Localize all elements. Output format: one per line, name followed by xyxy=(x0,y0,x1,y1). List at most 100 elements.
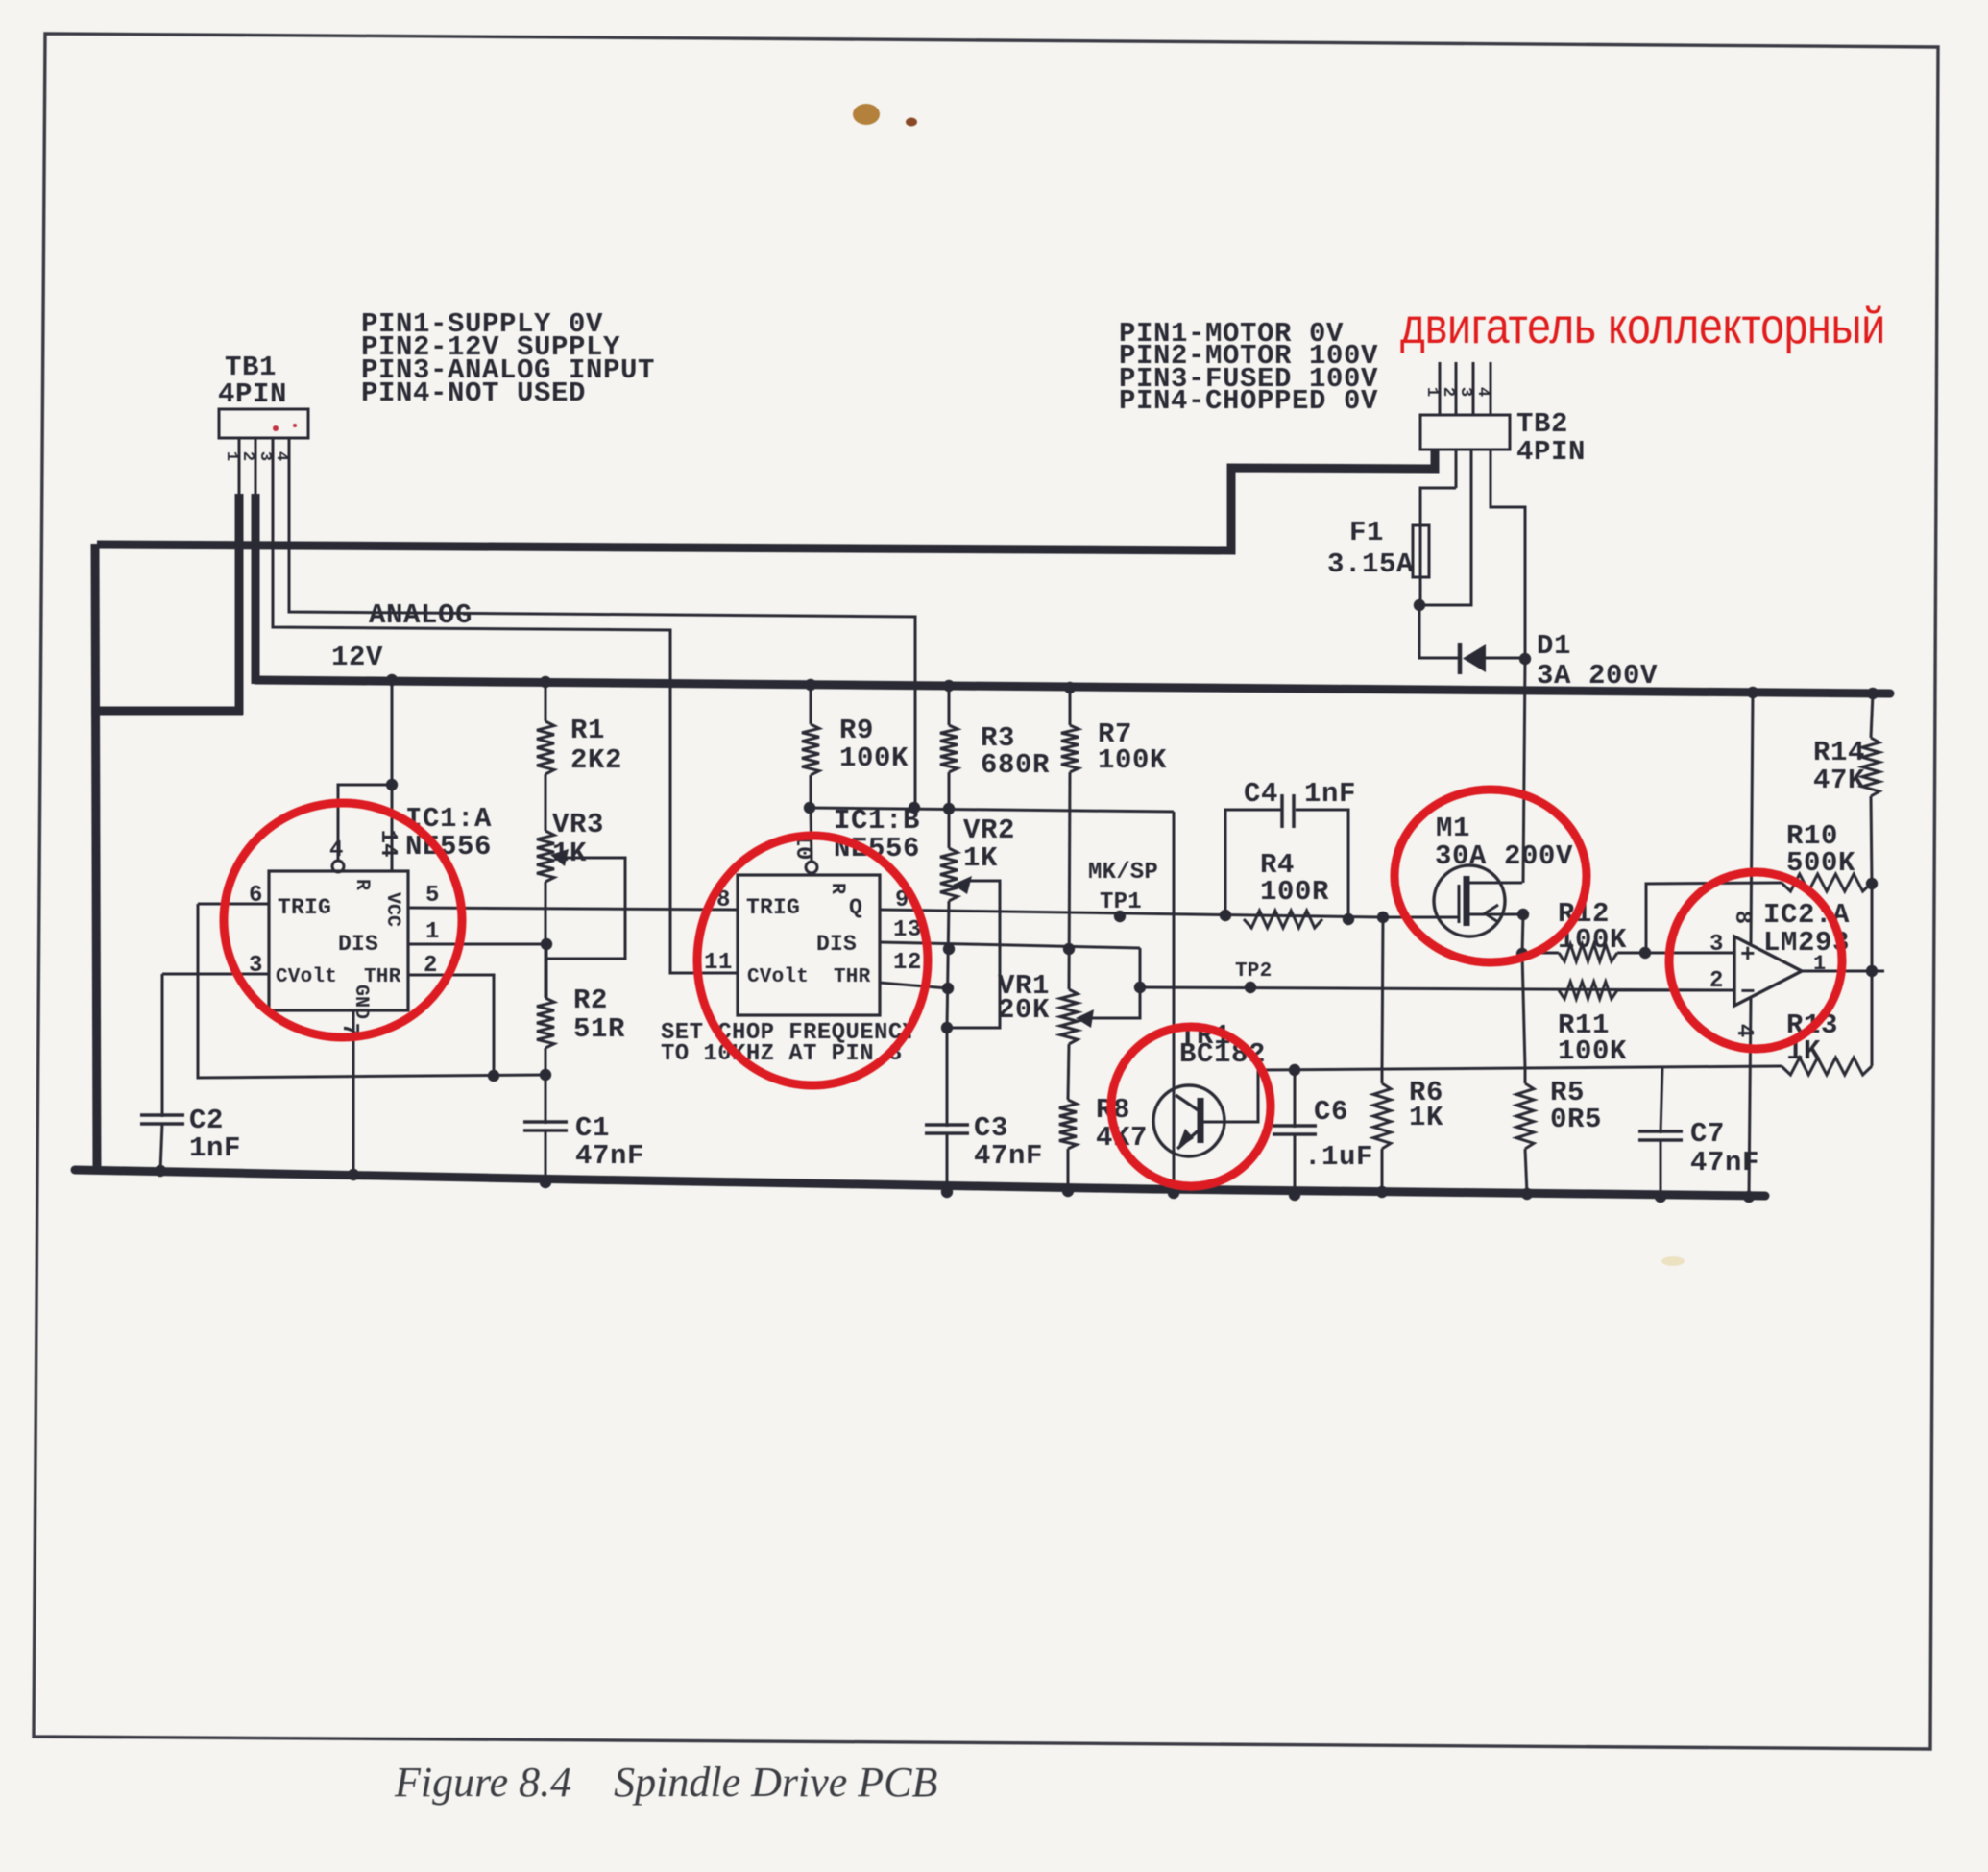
svg-text:4PIN: 4PIN xyxy=(1516,436,1586,468)
svg-text:100K: 100K xyxy=(1558,1035,1627,1067)
svg-text:4: 4 xyxy=(1731,1024,1757,1037)
svg-text:TP1: TP1 xyxy=(1100,889,1142,915)
svg-text:1K: 1K xyxy=(552,838,587,869)
svg-text:47nF: 47nF xyxy=(1690,1147,1759,1179)
svg-text:−: − xyxy=(1740,978,1756,1007)
svg-text:CVolt: CVolt xyxy=(747,966,809,988)
svg-text:2K2: 2K2 xyxy=(570,744,622,776)
svg-text:1K: 1K xyxy=(963,842,998,874)
svg-text:20K: 20K xyxy=(998,994,1050,1026)
svg-text:THR: THR xyxy=(364,966,401,988)
svg-text:C1: C1 xyxy=(575,1112,610,1144)
svg-text:12V: 12V xyxy=(331,642,383,673)
svg-text:680R: 680R xyxy=(981,749,1050,781)
svg-text:3: 3 xyxy=(1709,932,1724,958)
svg-text:R10: R10 xyxy=(1786,820,1838,852)
svg-text:6: 6 xyxy=(249,883,263,909)
svg-text:R11: R11 xyxy=(1558,1009,1610,1041)
svg-text:D1: D1 xyxy=(1537,630,1571,662)
svg-text:4: 4 xyxy=(329,838,344,863)
svg-text:PIN2-12V SUPPLY: PIN2-12V SUPPLY xyxy=(361,331,620,363)
svg-text:2: 2 xyxy=(1709,968,1724,994)
svg-text:R3: R3 xyxy=(981,722,1015,754)
svg-text:4: 4 xyxy=(1473,387,1491,397)
svg-text:3: 3 xyxy=(255,451,274,461)
svg-text:1: 1 xyxy=(222,451,240,461)
svg-text:VR3: VR3 xyxy=(552,809,604,840)
svg-text:TRIG: TRIG xyxy=(746,895,800,920)
svg-text:TP2: TP2 xyxy=(1235,960,1272,983)
svg-text:R2: R2 xyxy=(573,985,608,1016)
svg-text:TB1: TB1 xyxy=(225,352,277,383)
svg-text:C3: C3 xyxy=(974,1112,1008,1144)
svg-text:TB2: TB2 xyxy=(1516,408,1568,440)
svg-text:.1uF: .1uF xyxy=(1304,1141,1373,1173)
svg-text:13: 13 xyxy=(893,917,922,943)
svg-text:R5: R5 xyxy=(1550,1077,1585,1108)
svg-text:47K: 47K xyxy=(1813,765,1865,796)
svg-text:4PIN: 4PIN xyxy=(218,378,287,410)
svg-text:F1: F1 xyxy=(1349,517,1384,548)
svg-text:GND: GND xyxy=(350,985,372,1019)
svg-text:14: 14 xyxy=(375,830,400,858)
svg-text:R7: R7 xyxy=(1098,718,1132,750)
svg-text:3: 3 xyxy=(249,953,263,979)
svg-text:1K: 1K xyxy=(1409,1102,1443,1133)
svg-text:C6: C6 xyxy=(1314,1096,1348,1128)
svg-text:ANALOG: ANALOG xyxy=(369,599,473,631)
svg-text:SET CHOP FREQUENCY: SET CHOP FREQUENCY xyxy=(661,1020,917,1046)
svg-text:Q: Q xyxy=(849,895,862,920)
svg-text:1: 1 xyxy=(1422,387,1441,397)
svg-text:+: + xyxy=(1740,940,1756,969)
svg-text:Figure 8.4 Spindle Drive PC: Figure 8.4 Spindle Drive PCB xyxy=(394,1759,937,1806)
svg-text:PIN3-ANALOG INPUT: PIN3-ANALOG INPUT xyxy=(361,354,655,386)
svg-text:двигатель коллекторный: двигатель коллекторный xyxy=(1400,299,1885,354)
svg-text:47nF: 47nF xyxy=(575,1140,644,1172)
svg-text:PIN3-FUSED 100V: PIN3-FUSED 100V xyxy=(1119,363,1378,395)
svg-text:R1: R1 xyxy=(570,715,605,746)
svg-text:1: 1 xyxy=(425,919,440,945)
svg-text:THR: THR xyxy=(834,966,871,988)
svg-text:PIN1-SUPPLY 0V: PIN1-SUPPLY 0V xyxy=(361,308,603,340)
svg-text:30A 200V: 30A 200V xyxy=(1435,840,1573,872)
svg-text:R: R xyxy=(826,883,848,894)
svg-text:C4: C4 xyxy=(1244,778,1278,810)
svg-text:11: 11 xyxy=(704,950,733,976)
svg-text:3.15A: 3.15A xyxy=(1327,548,1414,580)
svg-text:4: 4 xyxy=(272,451,290,461)
svg-text:51R: 51R xyxy=(573,1013,625,1045)
svg-text:C2: C2 xyxy=(189,1105,224,1136)
svg-text:2: 2 xyxy=(1439,387,1457,397)
svg-text:100K: 100K xyxy=(1098,744,1167,776)
svg-text:3: 3 xyxy=(1456,387,1474,397)
svg-text:1nF: 1nF xyxy=(1304,778,1356,810)
svg-text:VR1: VR1 xyxy=(998,970,1050,1002)
svg-text:VR2: VR2 xyxy=(963,814,1015,846)
svg-text:R6: R6 xyxy=(1409,1077,1443,1108)
svg-text:100R: 100R xyxy=(1260,876,1329,908)
svg-text:DIS: DIS xyxy=(816,932,857,957)
svg-text:8: 8 xyxy=(1729,911,1755,924)
svg-text:12: 12 xyxy=(893,950,922,976)
svg-text:VCC: VCC xyxy=(381,892,403,927)
svg-text:R: R xyxy=(351,879,373,890)
svg-text:CVolt: CVolt xyxy=(276,966,337,988)
svg-text:500K: 500K xyxy=(1786,847,1855,879)
svg-text:PIN1-MOTOR 0V: PIN1-MOTOR 0V xyxy=(1119,318,1344,350)
svg-text:MK/SP: MK/SP xyxy=(1088,860,1158,886)
svg-text:PIN2-MOTOR 100V: PIN2-MOTOR 100V xyxy=(1119,340,1378,372)
svg-text:100K: 100K xyxy=(839,742,909,774)
svg-text:2: 2 xyxy=(424,953,438,979)
svg-text:0R5: 0R5 xyxy=(1550,1104,1602,1135)
svg-text:R9: R9 xyxy=(839,715,874,746)
svg-text:C7: C7 xyxy=(1690,1118,1725,1150)
svg-text:TO 10KHZ AT PIN 8: TO 10KHZ AT PIN 8 xyxy=(661,1041,903,1067)
svg-text:TRIG: TRIG xyxy=(278,895,331,920)
svg-text:5: 5 xyxy=(425,883,440,909)
svg-text:PIN4-CHOPPED 0V: PIN4-CHOPPED 0V xyxy=(1119,385,1378,417)
svg-text:R4: R4 xyxy=(1260,849,1295,881)
svg-text:R14: R14 xyxy=(1813,737,1865,768)
svg-text:1nF: 1nF xyxy=(189,1132,241,1164)
svg-text:PIN4-NOT USED: PIN4-NOT USED xyxy=(361,377,586,409)
svg-text:3A 200V: 3A 200V xyxy=(1537,660,1658,692)
